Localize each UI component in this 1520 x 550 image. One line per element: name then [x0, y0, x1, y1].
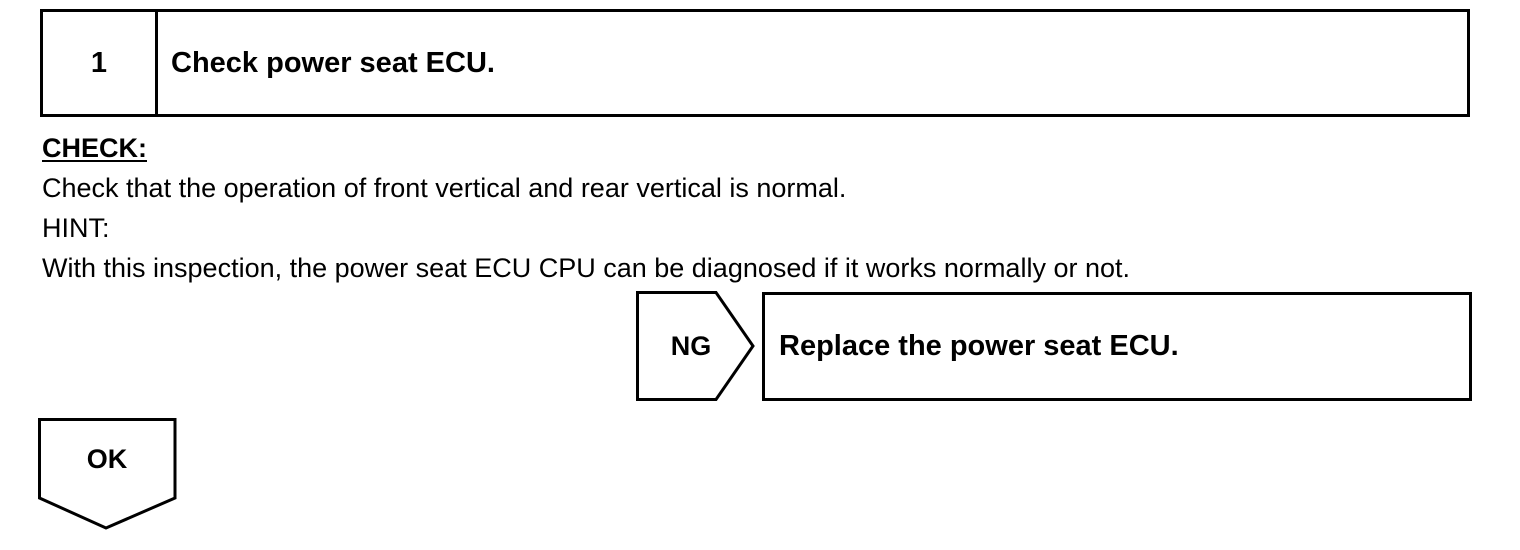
step-title: Check power seat ECU. — [171, 46, 495, 79]
ng-arrow-shape — [636, 291, 755, 401]
step-number: 1 — [43, 12, 158, 114]
check-text: Check that the operation of front vertic… — [42, 173, 847, 203]
step-header: 1 Check power seat ECU. — [40, 9, 1470, 117]
ok-label: OK — [86, 443, 128, 474]
ng-action-box: Replace the power seat ECU. — [762, 292, 1472, 401]
hint-text: With this inspection, the power seat ECU… — [42, 253, 1130, 283]
ng-label: NG — [670, 330, 712, 361]
ok-arrow-shape — [38, 418, 177, 530]
hint-label: HINT: — [42, 213, 110, 243]
check-label: CHECK: — [42, 133, 147, 163]
